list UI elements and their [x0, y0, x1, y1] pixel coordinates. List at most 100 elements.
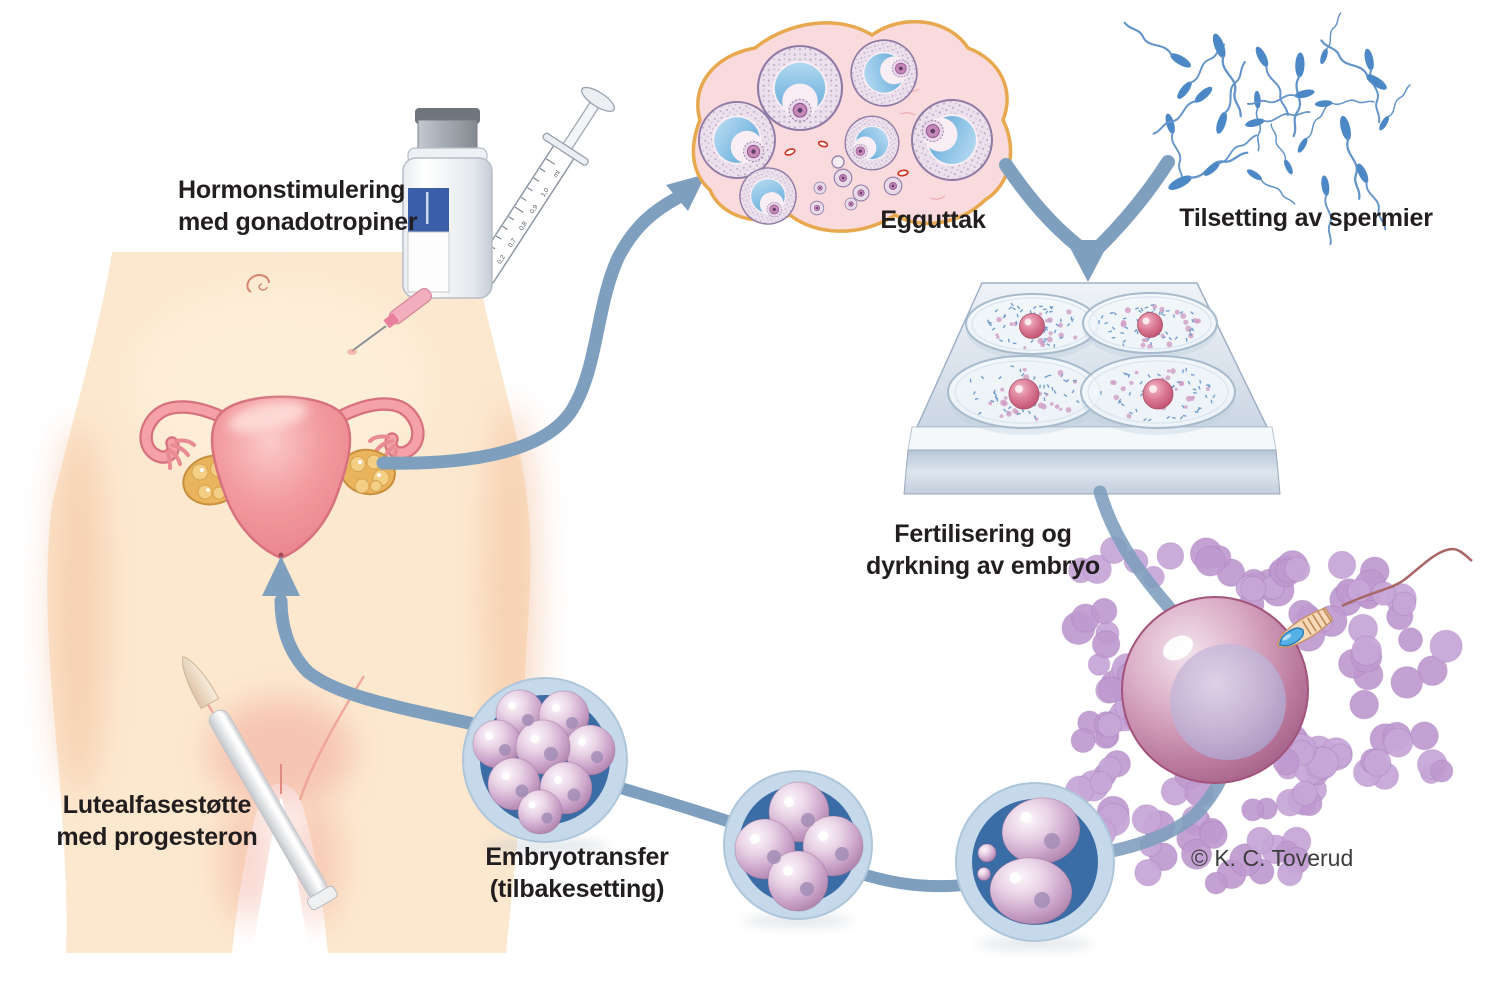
dish-speckle	[994, 308, 999, 313]
dish-speckle	[1016, 305, 1021, 310]
dish-speckle	[1023, 346, 1027, 350]
dish-speckle	[1165, 375, 1171, 381]
dish-speckle	[1166, 415, 1171, 420]
dish-speckle	[1060, 373, 1064, 378]
dish-speckle	[1022, 367, 1027, 372]
dish-speckle	[1210, 399, 1213, 404]
label-line: Lutealfasestøtte	[62, 791, 252, 819]
petri-dish	[1082, 292, 1218, 359]
cumulus-cell	[1097, 676, 1125, 704]
sperm-cell	[1317, 10, 1342, 66]
dish-speckle	[1113, 394, 1120, 401]
dish-speckle	[1063, 393, 1068, 398]
dish-speckle	[1197, 385, 1201, 390]
scale-mark: 0,8	[518, 220, 529, 232]
dish-speckle	[1049, 402, 1054, 406]
label-fertilization: Fertilisering og dyrkning av embryo	[866, 518, 1100, 582]
arrow-ovary-to-retrieval	[376, 174, 706, 470]
plunger-thumb-pad	[580, 86, 616, 112]
injection-needle	[347, 287, 432, 355]
dish-speckle	[1060, 318, 1062, 323]
scale-mark: 0,7	[507, 237, 518, 249]
dish-speckle	[1109, 311, 1114, 315]
embryo-4cell	[723, 770, 873, 928]
dish-speckle	[988, 322, 992, 327]
sperm-tail	[1341, 547, 1473, 608]
hormone-syringe: 0,2 0,7 0,8 0,9 1,0 ml	[347, 86, 616, 355]
cumulus-cell	[1194, 545, 1226, 577]
label-sperm-addition: Tilsetting av spermier	[1179, 204, 1433, 232]
dish-speckle	[1124, 307, 1131, 314]
dish-speckle	[1043, 308, 1047, 311]
dish-speckle	[1049, 310, 1053, 313]
petri-dish	[965, 293, 1099, 360]
label-egg-retrieval: Egguttak	[880, 206, 986, 234]
dish-speckle	[1009, 322, 1014, 326]
dish-speckle	[1205, 383, 1210, 387]
dish-speckle	[1183, 319, 1189, 325]
dish-speckle	[1199, 379, 1202, 384]
syringe-scale: 0,2 0,7 0,8 0,9 1,0 ml	[496, 169, 562, 265]
dish-speckle	[1159, 311, 1161, 316]
tick	[527, 187, 533, 192]
dish-speckle	[1133, 328, 1138, 333]
arrow-merge-to-dish	[999, 155, 1175, 282]
dish-speckle	[1007, 406, 1012, 410]
dish-speckle	[1189, 332, 1192, 337]
cumulus-cell	[1134, 859, 1162, 887]
dish-speckle	[1140, 342, 1146, 348]
dish-speckle	[1205, 387, 1210, 391]
dish-speckle	[1150, 304, 1155, 306]
dish-speckle	[1139, 380, 1143, 385]
dish-speckle	[1144, 306, 1149, 309]
dish-speckle	[1179, 415, 1184, 420]
dish-speckle	[1138, 309, 1142, 314]
dish-speckle	[1190, 373, 1195, 376]
dish-speckle	[1165, 310, 1170, 312]
cumulus-cell	[1089, 771, 1113, 795]
dish-speckle	[1015, 320, 1018, 325]
label-line: dyrkning av embryo	[866, 552, 1100, 580]
dish-speckle	[1191, 327, 1195, 332]
dish-speckle	[1146, 337, 1151, 341]
empty-follicle	[831, 155, 845, 169]
dish-speckle	[1147, 374, 1151, 378]
sperm-cell	[1295, 101, 1329, 155]
dish-speckle	[998, 376, 1002, 380]
dish-speckle	[1161, 336, 1166, 339]
cumulus-cell	[1156, 542, 1185, 570]
dish-speckle	[1030, 339, 1034, 343]
dish-speckle	[1140, 307, 1144, 312]
dish-speckle	[1174, 336, 1179, 340]
dish-egg	[1137, 312, 1163, 338]
dish-speckle	[991, 327, 996, 331]
dish-speckle	[1113, 312, 1117, 316]
dish-speckle	[1033, 415, 1037, 420]
cumulus-cell	[1429, 629, 1463, 663]
small-follicle	[844, 197, 858, 211]
dish-speckle	[1204, 394, 1208, 399]
dish-speckle	[1040, 342, 1046, 348]
sperm-head	[1278, 627, 1305, 647]
dish-speckle	[999, 339, 1004, 342]
dish-speckle	[1143, 417, 1147, 422]
copyright-credit: © K. C. Toverud	[1191, 845, 1354, 871]
dish-speckle	[1055, 323, 1060, 327]
dish-speckle	[1070, 316, 1073, 321]
cumulus-cell	[1398, 627, 1423, 653]
cumulus-cell	[1246, 826, 1274, 855]
arrow-embryo-to-uterus	[262, 556, 527, 742]
dish-speckle	[1019, 368, 1022, 373]
dish-speckle	[1032, 305, 1037, 310]
dish-speckle	[1120, 320, 1127, 326]
dish-speckle	[1059, 336, 1064, 340]
label-line: Embryotransfer	[485, 843, 669, 871]
sperm-cell	[1376, 81, 1412, 133]
dish-speckle	[1108, 330, 1113, 333]
fimbriae-left	[166, 438, 196, 470]
tick	[539, 168, 546, 173]
dish-speckle	[1187, 380, 1191, 385]
dish-speckle	[1100, 314, 1104, 319]
dish-speckle	[974, 397, 979, 401]
dish-speckle	[995, 333, 999, 337]
